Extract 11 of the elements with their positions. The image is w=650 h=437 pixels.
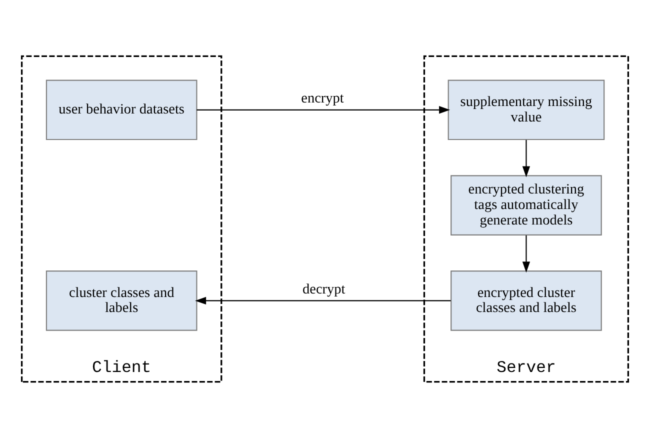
arrow <box>522 234 530 272</box>
arrow <box>196 106 450 114</box>
edge-label: encrypt <box>301 90 344 106</box>
edge-label: decrypt <box>302 280 346 297</box>
node-box: encrypted cluster classes and labels <box>450 270 602 330</box>
node-box: supplementary missing value <box>448 79 605 140</box>
node-box: encrypted clustering tags automatically generate models <box>450 174 602 235</box>
node-box: user behavior datasets <box>46 79 198 140</box>
node-box: cluster classes and labels <box>46 270 198 330</box>
arrow <box>195 296 451 304</box>
arrow <box>522 139 530 177</box>
